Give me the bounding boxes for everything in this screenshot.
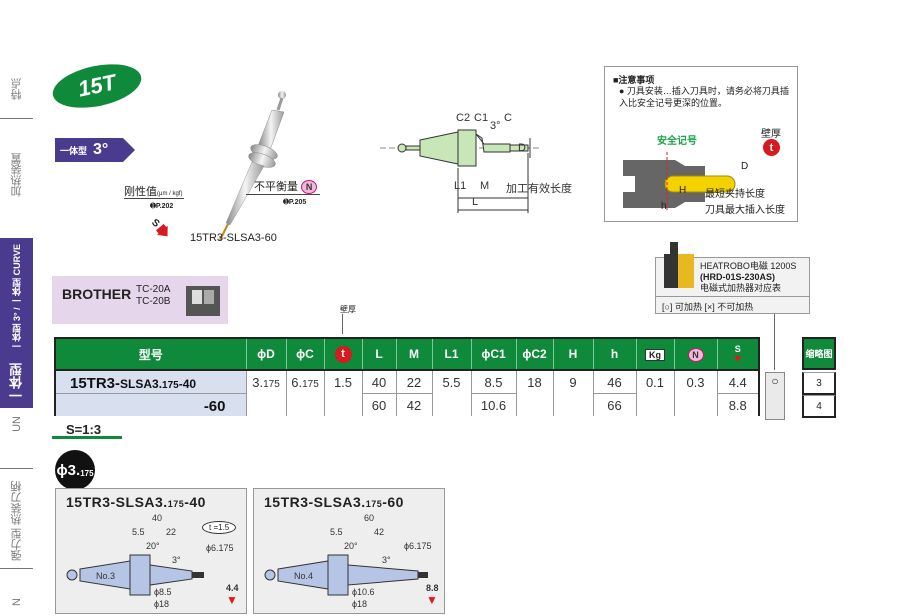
- table-row: 15TR3-SLSA3.175-40 3.175 6.175 1.5 40 22…: [54, 369, 760, 416]
- header-phi-c2: ϕC2: [515, 337, 553, 371]
- tool-drawing: [66, 554, 204, 596]
- rigidity-label: 刚性值(μm / kgf): [124, 186, 183, 198]
- machine-icon: [186, 286, 220, 316]
- abbr-table: 缩略图 3 4: [802, 337, 836, 418]
- side-tab-n[interactable]: N: [11, 598, 23, 606]
- header-phi-d: ϕD: [245, 337, 286, 371]
- imbalance-label: 不平衡量 N: [254, 178, 318, 194]
- divider: [246, 194, 320, 195]
- heater-box: HEATROBO电磁 1200S (HRD-01S-230AS) 电磁式加热器对…: [655, 257, 810, 314]
- n-icon: N: [687, 347, 704, 362]
- t-icon: t: [334, 345, 352, 363]
- header-h: H: [552, 337, 593, 371]
- tool-holder-image: [219, 91, 286, 240]
- divider: [0, 568, 33, 569]
- header-h-small: h: [592, 337, 636, 371]
- tool-drawing: [264, 554, 428, 596]
- imbalance-n-icon: N: [301, 180, 318, 194]
- rigidity-ref-link[interactable]: ➊P.202: [150, 203, 174, 210]
- divider: [124, 198, 184, 199]
- header-t: t: [323, 337, 362, 371]
- header-m: M: [395, 337, 432, 371]
- series-badge: 15T: [48, 57, 146, 115]
- effective-length-label: 加工有效长度: [506, 183, 572, 195]
- wall-arrow-label: 壁厚: [340, 305, 356, 314]
- divider: [0, 118, 33, 119]
- side-tab-heater[interactable]: 加热装置: [11, 153, 23, 197]
- drawing-no4: 15TR3-SLSA3.175-60 60 5.5 42 20° 3° ϕ6.1…: [253, 488, 445, 614]
- spec-table: 型号 ϕD ϕC t L M L1 ϕC1 ϕC2 H h Kg N S▼ 15…: [54, 337, 760, 416]
- header-imbalance: N: [673, 337, 717, 371]
- header-weight: Kg: [635, 337, 674, 371]
- header-phi-c: ϕC: [285, 337, 324, 371]
- heater-machine-image: [664, 242, 694, 288]
- machine-box: BROTHER TC-20A TC-20B: [52, 276, 228, 324]
- header-l1: L1: [431, 337, 471, 371]
- wall-thickness-t-icon: t: [763, 139, 780, 156]
- connector-line: [774, 314, 775, 370]
- header-model: 型号: [54, 337, 246, 371]
- notes-box: ■注意事项 ● 刀具安装…插入刀具时，请务必将刀具插入比安全记号更深的位置。 安…: [604, 66, 798, 222]
- divider: [0, 468, 33, 469]
- connector-line: [342, 314, 343, 334]
- divider: [52, 436, 122, 439]
- header-phi-c1: ϕC1: [470, 337, 516, 371]
- table-row: -60 60 42 10.6 66 8.8: [54, 392, 760, 416]
- side-tab-power[interactable]: 强力型 热装刀柄: [11, 480, 23, 562]
- down-arrow-icon: ▼: [226, 593, 238, 607]
- divider: [656, 296, 809, 297]
- imbalance-ref-link[interactable]: ➊P.205: [283, 199, 307, 206]
- model-caption: 15TR3-SLSA3-60: [190, 232, 277, 244]
- weight-icon: Kg: [645, 349, 665, 361]
- heatable-column: ○: [765, 372, 785, 420]
- header-l: L: [361, 337, 396, 371]
- dimension-diagram: [380, 129, 540, 213]
- header-rigidity: S▼: [716, 337, 760, 371]
- drawing-no3: 15TR3-SLSA3.175-40 40 5.5 22 20° 3° t =1…: [55, 488, 247, 614]
- scale-label: S=1:3: [66, 422, 102, 437]
- side-tab-features[interactable]: 特点: [11, 78, 23, 100]
- diameter-badge: ϕ3.175: [55, 450, 95, 490]
- down-arrow-icon: ▼: [426, 593, 438, 607]
- type-banner: 一体型 3°: [55, 138, 135, 162]
- down-arrow-icon: ▼: [732, 353, 744, 365]
- side-tab-un[interactable]: UN: [11, 416, 23, 432]
- down-arrow-icon: [156, 224, 168, 237]
- insertion-diagram: [623, 152, 736, 212]
- side-tab-integral[interactable]: 一体型 3° / 一体型 CURVE 一体型: [0, 238, 33, 408]
